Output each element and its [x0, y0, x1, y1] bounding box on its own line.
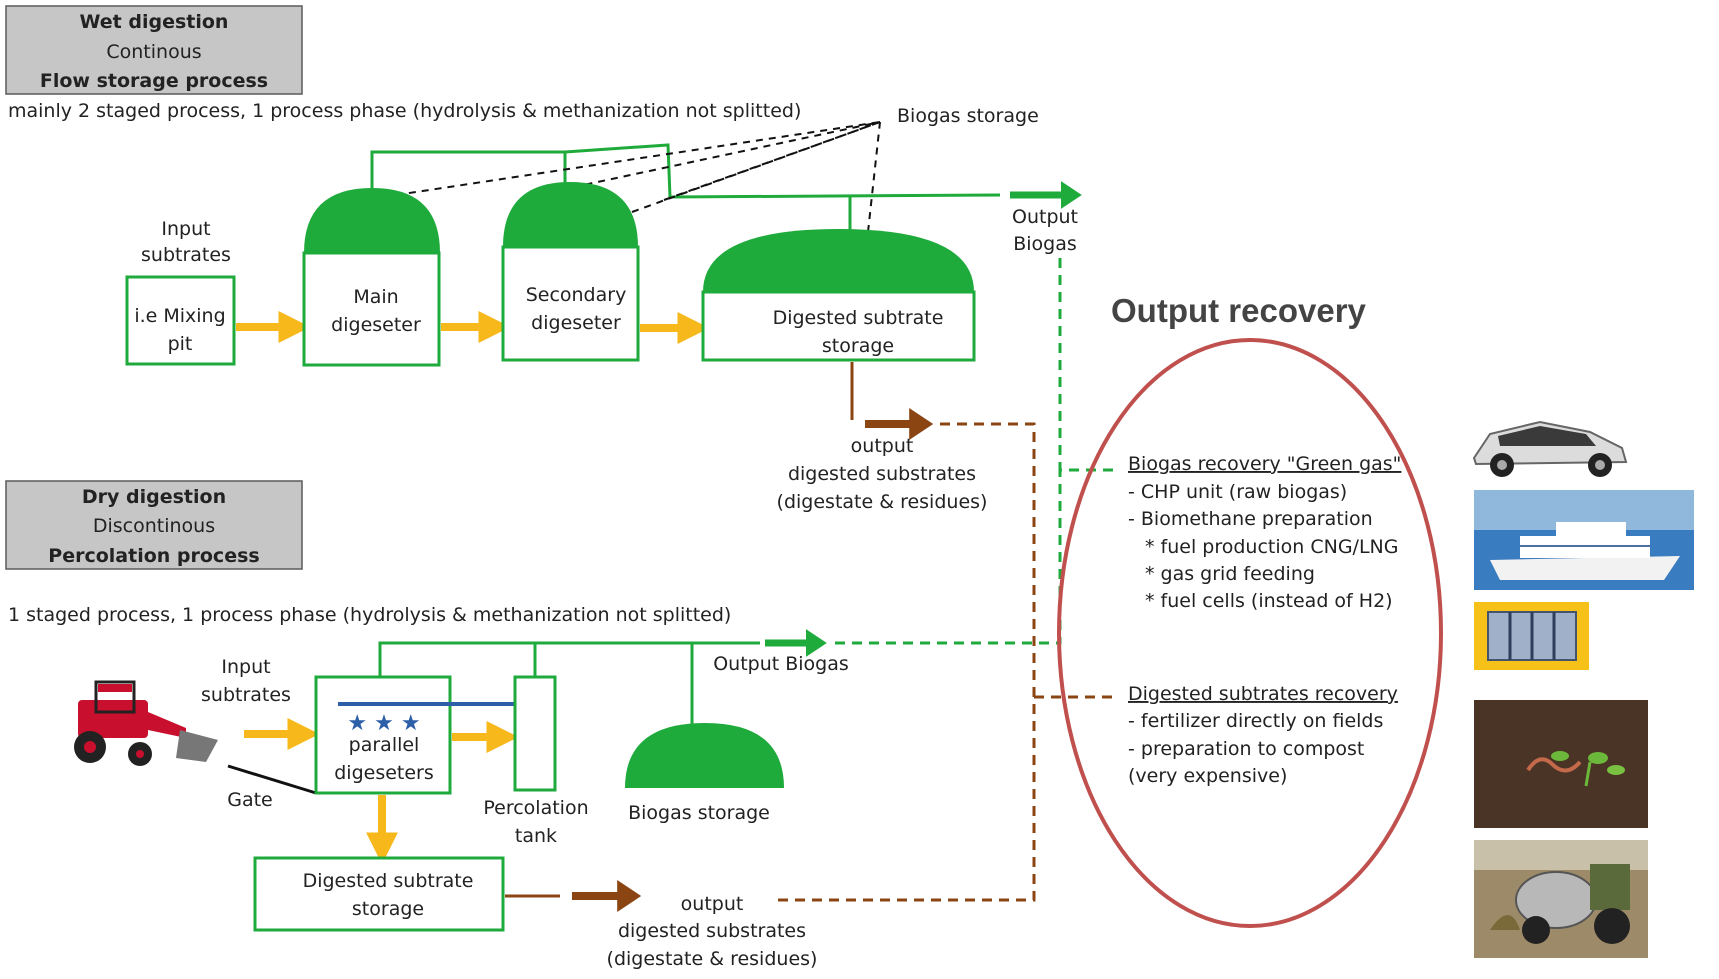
mixing-pit: i.e Mixing pit [125, 275, 236, 366]
parallel-digesters: ★ ★ ★ parallel digeseters [314, 675, 516, 795]
digested-item-2: - preparation to compost [1128, 738, 1364, 760]
seedling-soil-photo [1474, 700, 1648, 828]
digested-recovery-heading: Digested subtrates recovery [1128, 683, 1398, 705]
dry-input-label-2: subtrates [201, 684, 291, 706]
mixing-pit-label-2: pit [168, 333, 193, 355]
wet-output-digested-1: output [851, 435, 914, 457]
gate-label: Gate [227, 789, 273, 811]
main-digester-label-2: digeseter [331, 314, 421, 336]
secondary-digester-label-1: Secondary [526, 284, 627, 306]
dry-digested-storage: Digested subtrate storage [253, 856, 505, 932]
star-icons: ★ ★ ★ [347, 711, 420, 736]
dry-gas-lines [378, 629, 827, 725]
wet-output-digested-3: (digestate & residues) [777, 491, 988, 513]
percolation-tank-label-2: tank [515, 825, 557, 847]
dry-header-line2: Discontinous [93, 515, 215, 537]
wet-header-line2: Continous [106, 41, 201, 63]
wet-storage-label-2: storage [822, 335, 894, 357]
dry-subtitle: 1 staged process, 1 process phase (hydro… [8, 604, 731, 626]
wet-output-biogas-label-1: Output [1012, 206, 1078, 228]
wet-subtitle: mainly 2 staged process, 1 process phase… [8, 100, 801, 122]
fuel-cell-photo [1474, 602, 1589, 670]
wet-storage-label-1: Digested subtrate [773, 307, 944, 329]
wet-biogas-storage-label: Biogas storage [897, 105, 1039, 127]
biogas-recovery-heading: Biogas recovery "Green gas" [1128, 453, 1401, 475]
dry-header-line1: Dry digestion [82, 486, 226, 508]
digested-item-3: (very expensive) [1128, 765, 1287, 787]
percolation-tank-label-1: Percolation [483, 797, 588, 819]
main-digester: Main digeseter [302, 188, 441, 367]
biogas-item-5: * fuel cells (instead of H2) [1145, 590, 1393, 612]
dry-header-line3: Percolation process [48, 545, 259, 567]
wet-input-label-1: Input [161, 218, 210, 240]
wet-input-label-2: subtrates [141, 244, 231, 266]
biogas-item-2: - Biomethane preparation [1128, 508, 1373, 530]
secondary-digester-label-2: digeseter [531, 312, 621, 334]
wet-header-line3: Flow storage process [40, 70, 268, 92]
car-photo [1472, 420, 1628, 477]
tractor-spreading-photo [1474, 840, 1648, 958]
wet-digested-storage: Digested subtrate storage [701, 229, 976, 362]
biogas-storage-pointers [395, 121, 881, 233]
wet-digestion-header: Wet digestion Continous Flow storage pro… [5, 5, 303, 95]
gate-line [227, 764, 317, 795]
dry-output-digested-1: output [681, 893, 744, 915]
dry-biogas-storage: Biogas storage [625, 723, 784, 824]
wet-header-line1: Wet digestion [80, 11, 229, 33]
wet-output-digested-2: digested substrates [788, 463, 976, 485]
parallel-digesters-label-2: digeseters [334, 762, 434, 784]
digested-item-1: - fertilizer directly on fields [1128, 710, 1383, 732]
dry-storage-label-1: Digested subtrate [303, 870, 474, 892]
digestate-recovery-connectors [775, 422, 1118, 902]
dry-storage-label-2: storage [352, 898, 424, 920]
wet-gas-lines [370, 143, 1082, 230]
percolation-tank: Percolation tank [483, 675, 589, 847]
biogas-item-1: - CHP unit (raw biogas) [1128, 481, 1347, 503]
secondary-digester: Secondary digeseter [501, 182, 640, 362]
dry-output-digested-3: (digestate & residues) [607, 948, 818, 970]
dry-digestion-header: Dry digestion Discontinous Percolation p… [5, 480, 303, 570]
biogas-item-3: * fuel production CNG/LNG [1145, 536, 1398, 558]
wheel-loader-illustration [74, 680, 218, 766]
dry-output-digested-2: digested substrates [618, 920, 806, 942]
dry-output-biogas-label: Output Biogas [713, 653, 849, 675]
biogas-item-4: * gas grid feeding [1145, 563, 1315, 585]
parallel-digesters-label-1: parallel [349, 734, 420, 756]
cruise-ship-photo [1474, 490, 1694, 590]
recovery-ellipse [1057, 338, 1443, 928]
dry-biogas-storage-label: Biogas storage [628, 802, 770, 824]
main-digester-label-1: Main [353, 286, 398, 308]
wet-output-biogas-label-2: Biogas [1013, 233, 1077, 255]
output-recovery-title: Output recovery [1111, 292, 1367, 329]
mixing-pit-label-1: i.e Mixing [134, 305, 225, 327]
dry-input-label-1: Input [221, 656, 270, 678]
